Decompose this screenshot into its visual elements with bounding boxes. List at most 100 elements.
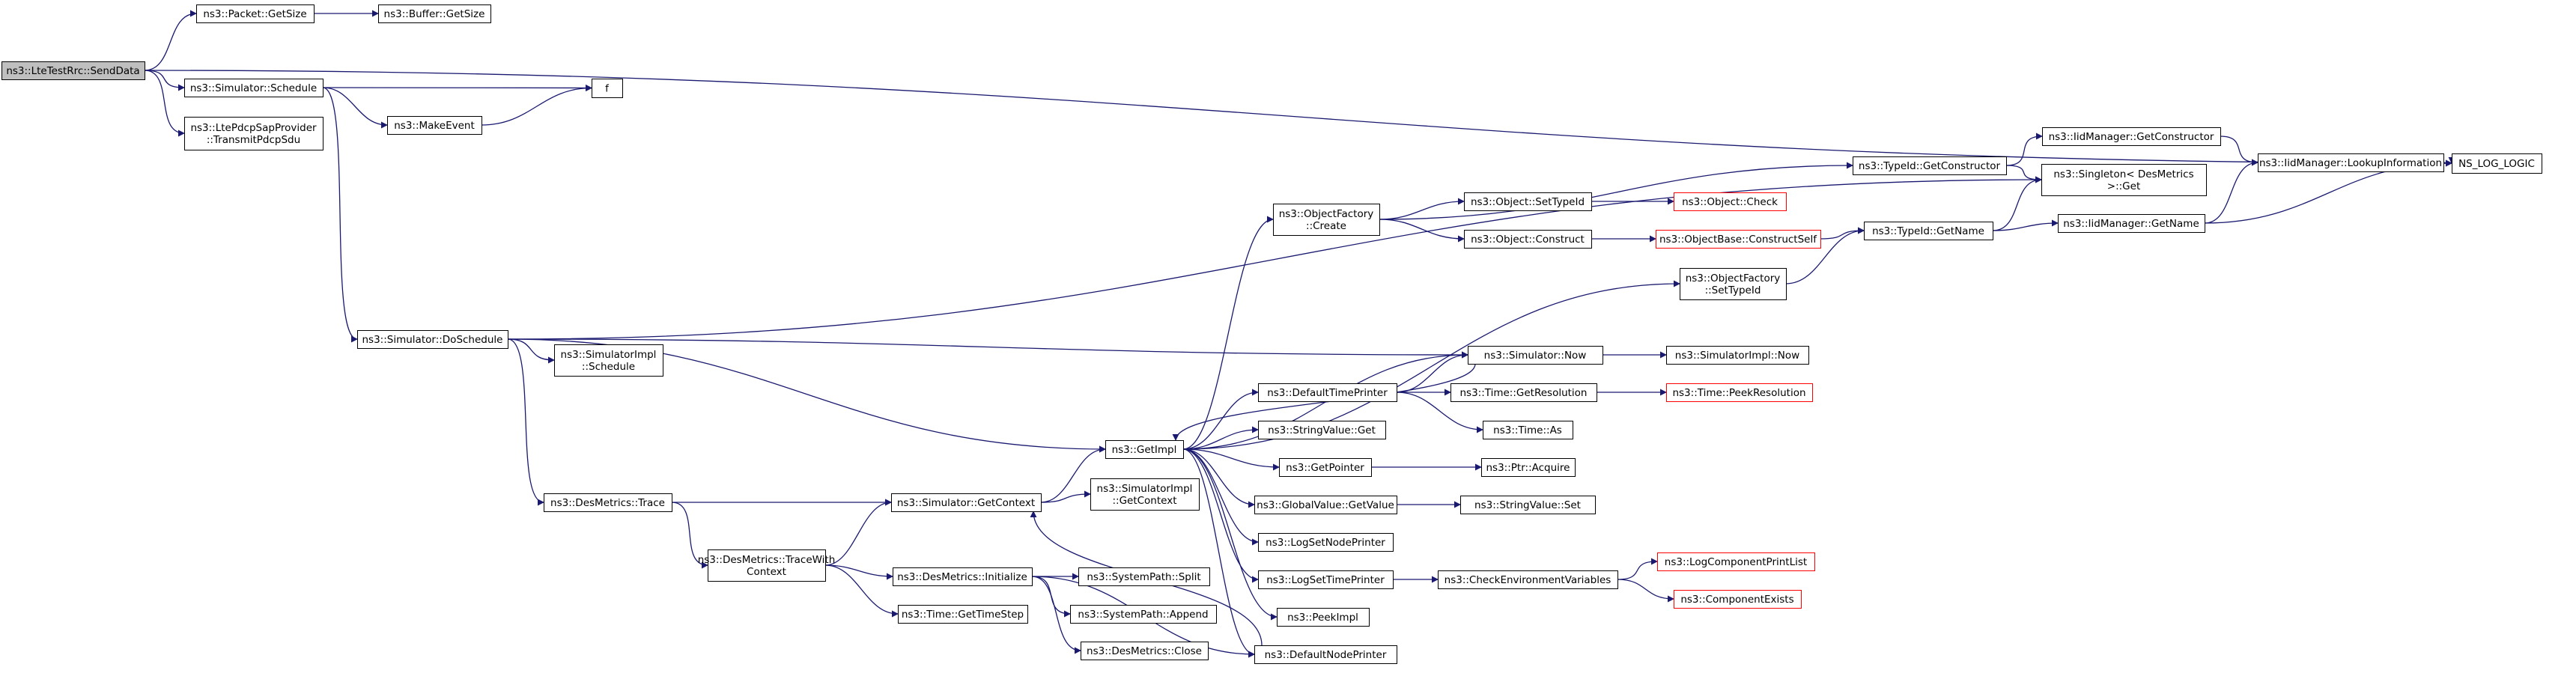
node-box (1853, 156, 2007, 175)
node-component-exists[interactable]: ns3::ComponentExists (1674, 590, 1802, 609)
edge-get-impl-to-global-value-get-value (1182, 448, 1255, 508)
node-label: NS_LOG_LOGIC (2458, 158, 2535, 170)
edge-get-impl-to-string-value-get (1182, 426, 1259, 450)
node-type-id-get-name[interactable]: ns3::TypeId::GetName (1864, 222, 1993, 240)
node-obj-fact-set-type-id[interactable]: ns3::ObjectFactory::SetTypeId (1680, 268, 1787, 300)
edge-trace-with-context-to-get-context (824, 499, 892, 566)
edge-simulator-schedule-to-do-schedule (322, 87, 358, 343)
node-label: ns3::IidManager::GetName (2063, 218, 2199, 230)
node-get-impl[interactable]: ns3::GetImpl (1105, 440, 1184, 459)
node-des-init[interactable]: ns3::DesMetrics::Initialize (893, 567, 1033, 586)
node-box (1657, 552, 1815, 571)
node-label: ns3::StringValue::Set (1474, 499, 1581, 511)
node-simulator-schedule[interactable]: ns3::Simulator::Schedule (184, 79, 323, 97)
node-box (1070, 605, 1217, 624)
node-label: ns3::Object::Check (1682, 196, 1778, 208)
node-log-set-time-printer[interactable]: ns3::LogSetTimePrinter (1258, 570, 1394, 589)
node-log-component-print-list[interactable]: ns3::LogComponentPrintList (1657, 552, 1815, 571)
node-label: ns3::SystemPath::Split (1087, 571, 1200, 583)
edge-get-impl-to-obj-fact-set-type-id (1182, 280, 1680, 450)
edge-get-context-to-get-impl (1040, 445, 1106, 503)
node-label: ns3::GetImpl (1112, 444, 1177, 456)
node-box (544, 493, 672, 512)
edge-obj-fact-set-type-id-to-type-id-get-name (1785, 227, 1865, 284)
node-box (387, 116, 482, 135)
node-get-time-step[interactable]: ns3::Time::GetTimeStep (898, 605, 1028, 624)
node-label: ns3::Singleton< DesMetrics (2053, 168, 2193, 180)
node-des-close[interactable]: ns3::DesMetrics::Close (1081, 642, 1209, 660)
node-packet-get-size[interactable]: ns3::Packet::GetSize (196, 4, 315, 23)
node-ns-log-logic[interactable]: NS_LOG_LOGIC (2452, 153, 2542, 174)
node-sys-append[interactable]: ns3::SystemPath::Append (1070, 605, 1217, 624)
node-peek-resolution[interactable]: ns3::Time::PeekResolution (1666, 383, 1813, 402)
node-default-node-printer[interactable]: ns3::DefaultNodePrinter (1254, 645, 1397, 664)
node-f[interactable]: f (592, 79, 623, 98)
node-string-value-set[interactable]: ns3::StringValue::Set (1460, 496, 1596, 514)
node-label: ns3::DesMetrics::TraceWith (698, 554, 836, 566)
node-time-as[interactable]: ns3::Time::As (1483, 421, 1573, 439)
node-box (184, 117, 323, 150)
node-box (893, 567, 1033, 586)
node-get-context[interactable]: ns3::Simulator::GetContext (891, 493, 1042, 512)
node-label: ns3::LtePdcpSapProvider (190, 122, 317, 134)
node-do-schedule[interactable]: ns3::Simulator::DoSchedule (357, 330, 508, 349)
node-label: ns3::ComponentExists (1680, 594, 1793, 606)
node-string-value-get[interactable]: ns3::StringValue::Get (1258, 421, 1386, 439)
node-iid-get-constructor[interactable]: ns3::IidManager::GetConstructor (2042, 127, 2221, 146)
node-log-set-node-printer[interactable]: ns3::LogSetNodePrinter (1258, 533, 1394, 552)
edge-type-id-get-constructor-to-singleton (2005, 165, 2042, 183)
node-obj-check[interactable]: ns3::Object::Check (1674, 192, 1787, 211)
node-type-id-get-constructor[interactable]: ns3::TypeId::GetConstructor (1853, 156, 2007, 175)
node-send-data[interactable]: ns3::LteTestRrc::SendData (1, 61, 145, 80)
node-singleton[interactable]: ns3::Singleton< DesMetrics>::Get (2041, 164, 2207, 196)
node-sim-impl-get-context[interactable]: ns3::SimulatorImpl::GetContext (1090, 478, 1200, 511)
node-label: ns3::SimulatorImpl (561, 349, 657, 361)
node-check-env-vars[interactable]: ns3::CheckEnvironmentVariables (1438, 570, 1618, 589)
node-peek-impl[interactable]: ns3::PeekImpl (1277, 608, 1370, 627)
node-box (1273, 204, 1380, 236)
node-label: ns3::SystemPath::Append (1078, 609, 1208, 621)
edge-get-impl-to-log-set-time-printer (1182, 448, 1259, 583)
node-buffer-get-size[interactable]: ns3::Buffer::GetSize (378, 4, 491, 23)
node-obj-fact-create[interactable]: ns3::ObjectFactory::Create (1273, 204, 1380, 236)
node-label: ns3::Packet::GetSize (203, 8, 306, 20)
node-sim-impl-schedule[interactable]: ns3::SimulatorImpl::Schedule (554, 344, 663, 377)
node-construct-self[interactable]: ns3::ObjectBase::ConstructSelf (1656, 230, 1821, 249)
edge-send-data-to-ns-log-logic (144, 70, 2452, 167)
edge-send-data-to-packet-get-size (144, 10, 197, 71)
node-default-time-printer[interactable]: ns3::DefaultTimePrinter (1258, 383, 1397, 402)
node-label: ns3::DesMetrics::Initialize (897, 571, 1027, 583)
edge-obj-fact-create-to-type-id-get-constructor (1379, 162, 1853, 220)
node-box (2041, 164, 2207, 196)
node-label: ::GetContext (1112, 495, 1176, 507)
node-box (1, 61, 145, 80)
node-transmit-pdcp-sdu[interactable]: ns3::LtePdcpSapProvider::TransmitPdcpSdu (184, 117, 323, 150)
edge-type-id-get-name-to-iid-get-name (1992, 219, 2059, 231)
node-obj-set-type-id[interactable]: ns3::Object::SetTypeId (1464, 192, 1592, 211)
node-label: ns3::GetPointer (1286, 462, 1364, 474)
node-label: ns3::DefaultNodePrinter (1265, 649, 1387, 661)
node-obj-construct[interactable]: ns3::Object::Construct (1464, 230, 1592, 249)
node-label: ns3::Time::GetResolution (1459, 387, 1587, 399)
node-lookup-information[interactable]: ns3::IidManager::LookupInformation (2258, 153, 2444, 172)
node-box (1254, 645, 1397, 664)
node-get-resolution[interactable]: ns3::Time::GetResolution (1450, 383, 1597, 402)
node-iid-get-name[interactable]: ns3::IidManager::GetName (2058, 214, 2205, 233)
node-label: ns3::Object::SetTypeId (1471, 196, 1585, 208)
edge-trace-with-context-to-des-init (824, 564, 893, 580)
node-box (1464, 230, 1592, 249)
node-label: ns3::DefaultTimePrinter (1267, 387, 1388, 399)
node-global-value-get-value[interactable]: ns3::GlobalValue::GetValue (1254, 496, 1397, 514)
node-sim-impl-now[interactable]: ns3::SimulatorImpl::Now (1666, 346, 1809, 365)
node-ptr-acquire[interactable]: ns3::Ptr::Acquire (1481, 458, 1576, 477)
node-get-pointer[interactable]: ns3::GetPointer (1279, 458, 1372, 477)
node-label: ns3::Simulator::DoSchedule (362, 334, 503, 346)
node-sys-split[interactable]: ns3::SystemPath::Split (1078, 567, 1210, 586)
edge-send-data-to-transmit-pdcp-sdu (144, 70, 185, 137)
node-label: ::Create (1306, 220, 1346, 232)
node-make-event[interactable]: ns3::MakeEvent (387, 116, 482, 135)
node-sim-now[interactable]: ns3::Simulator::Now (1468, 346, 1603, 365)
node-des-trace[interactable]: ns3::DesMetrics::Trace (544, 493, 672, 512)
edge-obj-fact-create-to-obj-construct (1379, 219, 1465, 243)
